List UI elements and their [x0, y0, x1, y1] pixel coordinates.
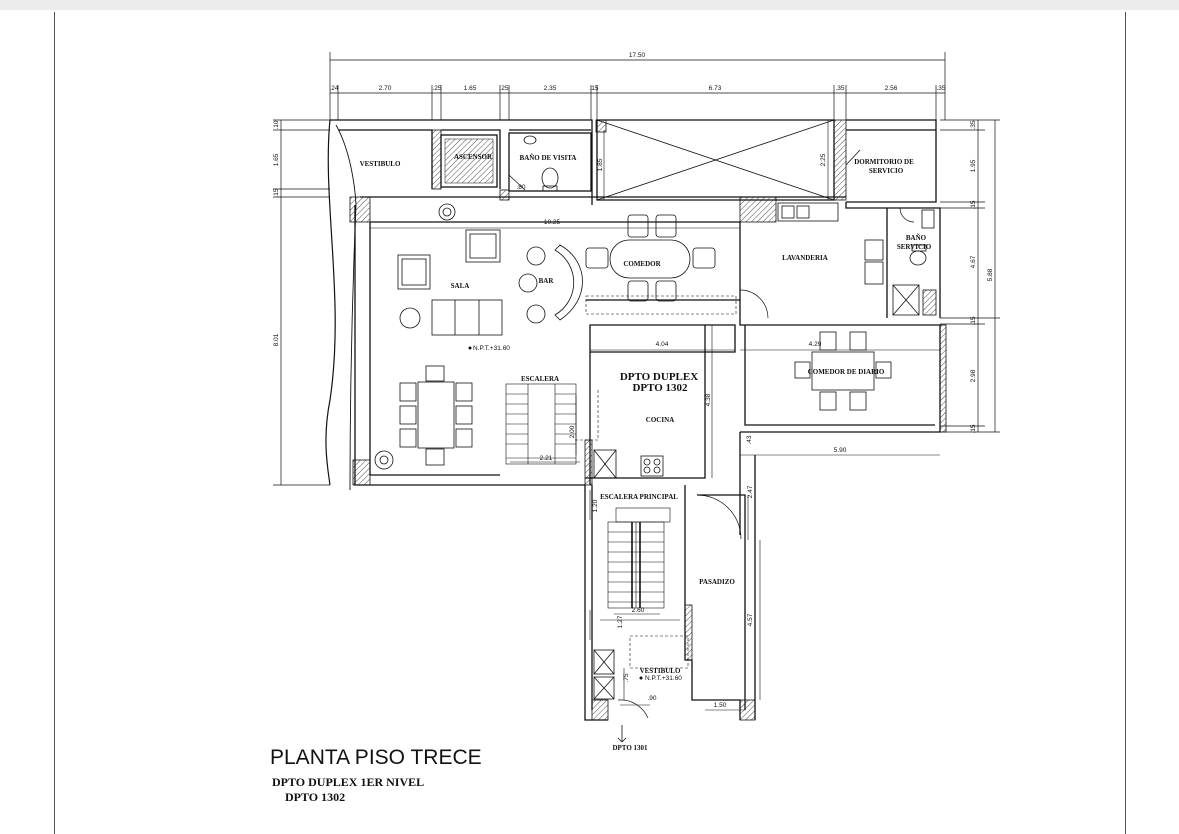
dim-label: .15	[589, 85, 598, 92]
dim-label: 2.56	[885, 85, 898, 92]
dim-label: 1.65	[273, 153, 280, 166]
elevator-hatch	[444, 138, 494, 184]
dim-label: 1.20	[592, 499, 599, 512]
curved-facade	[325, 119, 336, 486]
room-pasadizo: PASADIZO	[699, 578, 735, 586]
room-escalera: ESCALERA	[521, 375, 559, 383]
room-escalera-principal: ESCALERA PRINCIPAL	[600, 493, 678, 501]
room-bano-servicio-2: SERVICIO	[897, 243, 932, 251]
dim-label: 1.50	[714, 702, 727, 709]
dim-label: 10.25	[544, 219, 561, 226]
dim-label: .24	[329, 85, 338, 92]
dim-label: 2.60	[632, 607, 645, 614]
room-ascensor: ASCENSOR	[454, 153, 493, 161]
room-comedor-diario: COMEDOR DE DIARIO	[808, 368, 885, 376]
viewer-top-band	[0, 0, 1179, 10]
room-vestibulo-2: VESTIBULO	[640, 667, 681, 675]
dim-label: 1.85	[597, 158, 604, 171]
room-dormitorio-servicio: DORMITORIO DE	[854, 158, 914, 166]
top-dimension-chain	[329, 52, 946, 120]
level-marker	[639, 676, 643, 680]
door-swings	[508, 174, 915, 719]
dim-label: 2.35	[544, 85, 557, 92]
facade-curve	[335, 124, 357, 206]
room-sala: SALA	[451, 282, 470, 290]
dim-label: 6.73	[709, 85, 722, 92]
dim-label: .15	[970, 200, 977, 209]
room-bano-visita: BAÑO DE VISITA	[520, 154, 577, 162]
dim-label: 2.25	[820, 153, 827, 166]
dim-label: .35	[835, 85, 844, 92]
plant-icon	[374, 203, 456, 470]
dim-label: .10	[273, 120, 280, 129]
room-comedor: COMEDOR	[623, 260, 661, 268]
level-marker	[468, 346, 472, 350]
dim-label: .15	[970, 424, 977, 433]
room-bano-servicio: BAÑO	[906, 234, 927, 242]
dim-label: 2.70	[379, 85, 392, 92]
dim-label: .35	[970, 120, 977, 129]
walls	[330, 119, 941, 721]
dim-label: 2.21	[540, 455, 553, 462]
left-dimension-chain	[273, 119, 330, 486]
dim-total-width: 17.50	[629, 52, 646, 59]
dim-label: .80	[516, 184, 525, 191]
dim-label: 1.65	[464, 85, 477, 92]
dim-label: 1.27	[617, 615, 624, 628]
dim-label: .25	[432, 85, 441, 92]
dim-label: .15	[273, 188, 280, 197]
entry-marker	[617, 725, 627, 743]
drawing-title: PLANTA PISO TRECE	[270, 746, 482, 769]
sheet-frame	[54, 12, 1126, 834]
dim-label: 2.47	[747, 485, 754, 498]
dim-label: .15	[970, 316, 977, 325]
dim-label: 2.98	[970, 369, 977, 382]
level-mark: N.P.T.+31.60	[645, 675, 682, 682]
room-dpto-1301: DPTO 1301	[612, 744, 648, 752]
dim-label: 8.01	[273, 333, 280, 346]
room-vestibulo: VESTIBULO	[360, 160, 401, 168]
facade-inner	[349, 204, 357, 491]
room-dormitorio-servicio-2: SERVICIO	[869, 167, 904, 175]
dim-label: 5.88	[987, 268, 994, 281]
room-lavanderia: LAVANDERIA	[782, 254, 828, 262]
dim-label: .75	[623, 673, 630, 682]
dim-label: 2.00	[569, 425, 576, 438]
dim-label: 4.04	[656, 341, 669, 348]
kitchen-dashed	[575, 295, 737, 669]
dim-label: 1.95	[970, 159, 977, 172]
room-cocina: COCINA	[646, 416, 674, 424]
drawing-subtitle-2: DPTO 1302	[285, 790, 346, 804]
dim-label: .25	[499, 85, 508, 92]
drawing-subtitle-1: DPTO DUPLEX 1ER NIVEL	[272, 775, 425, 789]
bottom-dimensions	[370, 120, 940, 711]
columns	[349, 119, 947, 721]
level-mark: N.P.T.+31.60	[473, 345, 510, 352]
dim-label: .43	[746, 435, 753, 444]
main-stair	[600, 507, 680, 621]
dim-label: 4.29	[809, 341, 822, 348]
dim-label: 5.90	[834, 447, 847, 454]
room-bar: BAR	[539, 277, 555, 285]
room-dpto-duplex: DPTO DUPLEX	[620, 371, 698, 383]
dim-label: 4.38	[705, 393, 712, 406]
interior-stair	[505, 383, 577, 465]
void-cross	[596, 119, 835, 201]
furniture	[397, 135, 935, 700]
right-dimension-chain	[940, 119, 1000, 433]
room-dpto-1302: DPTO 1302	[632, 382, 688, 394]
dim-label: 4.67	[970, 255, 977, 268]
dim-label: .35	[936, 85, 945, 92]
dim-label: 4.57	[747, 613, 754, 626]
dim-label: .90	[647, 695, 656, 702]
